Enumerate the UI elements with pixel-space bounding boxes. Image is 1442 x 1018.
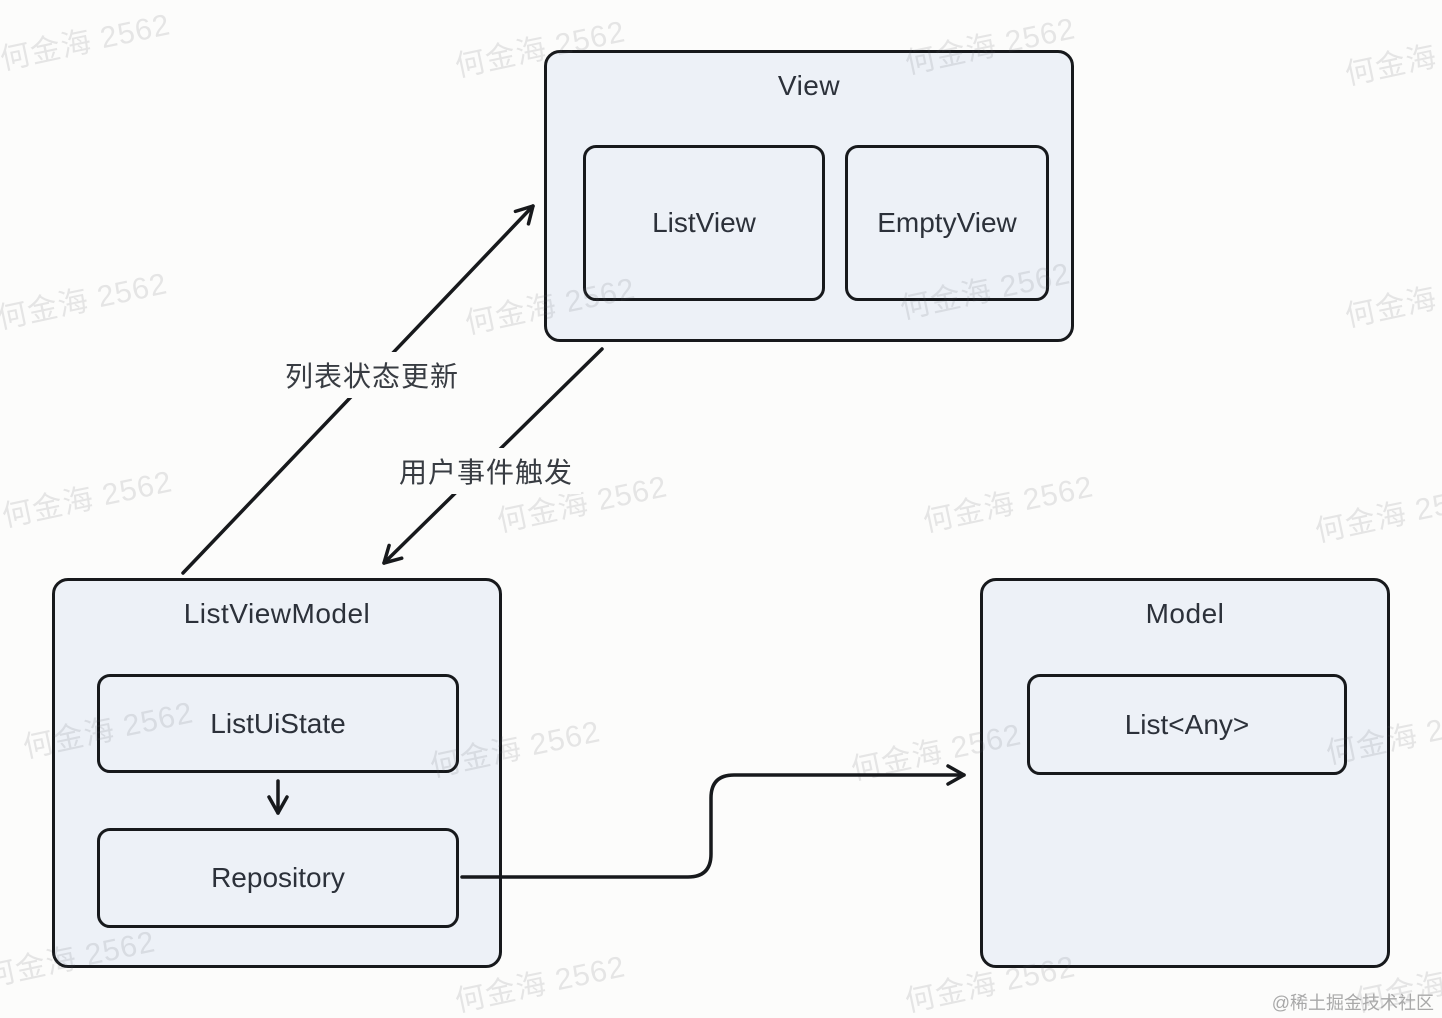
node-emptyview-label: EmptyView: [877, 207, 1017, 238]
node-listviewmodel: ListViewModel ListUiState Repository: [52, 578, 502, 968]
node-listuistate-label: ListUiState: [210, 707, 346, 739]
node-model-title: Model: [1145, 598, 1225, 629]
node-listview: ListView: [583, 145, 825, 301]
watermark-text: 何金海 2562: [1312, 480, 1442, 549]
node-model: Model List<Any>: [980, 578, 1390, 968]
node-repository: Repository: [97, 828, 459, 928]
edge-label-user-event: 用户事件触发: [390, 448, 582, 494]
watermark-text: 何金海 2562: [0, 465, 176, 534]
watermark-text: 何金海 2562: [1342, 23, 1442, 92]
node-listviewmodel-title: ListViewModel: [183, 598, 371, 629]
node-view: View ListView EmptyView: [544, 50, 1074, 342]
watermark-text: 何金海 2562: [1342, 265, 1442, 334]
node-listany: List<Any>: [1027, 674, 1347, 775]
node-repository-label: Repository: [211, 862, 345, 893]
watermark-text: 何金海 2562: [0, 267, 171, 336]
node-listany-label: List<Any>: [1124, 708, 1250, 740]
edge-label-state-update: 列表状态更新: [276, 352, 468, 398]
watermark-text: 何金海 2562: [920, 470, 1097, 539]
node-view-title: View: [777, 70, 841, 101]
node-emptyview: EmptyView: [845, 145, 1049, 301]
node-listuistate: ListUiState: [97, 674, 459, 773]
credit-watermark: @稀土掘金技术社区: [1271, 993, 1434, 1013]
edge-repository-to-model-arrow: [460, 764, 966, 879]
watermark-text: 何金海 2562: [0, 8, 174, 77]
node-listview-label: ListView: [652, 207, 756, 238]
